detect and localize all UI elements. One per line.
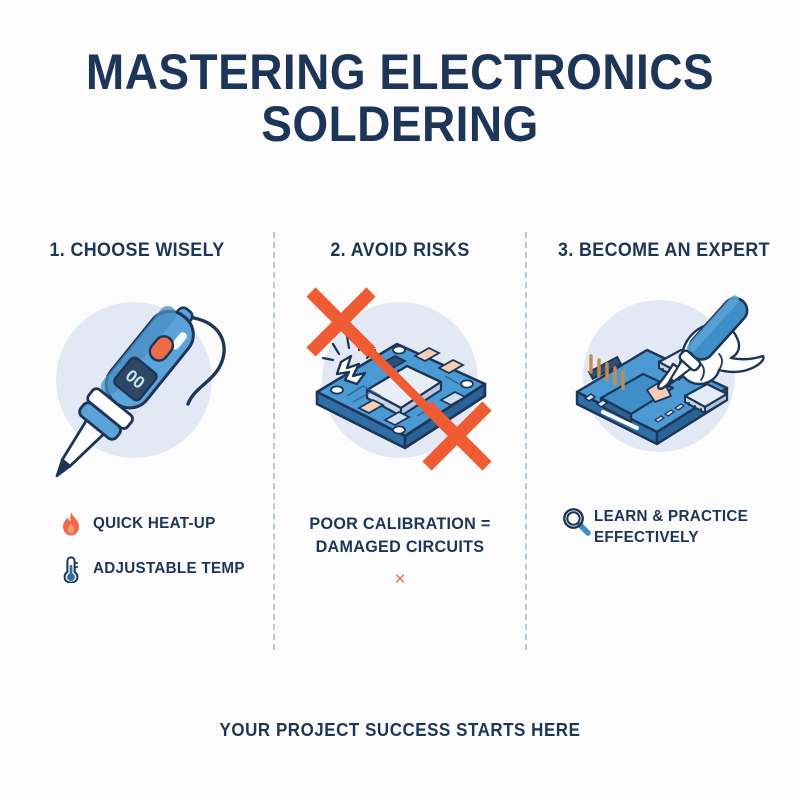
feature-label-line-2: EFFECTIVELY [594, 529, 699, 546]
hand-soldering-board-illustration [551, 280, 777, 466]
feature-label-learn-practice: LEARN & PRACTICE EFFECTIVELY [594, 506, 748, 548]
column-choose-wisely: 1. CHOOSE WISELY [8, 240, 266, 584]
caption-line-1: POOR CALIBRATION = [309, 514, 491, 533]
column-divider-2 [525, 232, 527, 650]
column-become-an-expert: 3. BECOME AN EXPERT [533, 240, 795, 546]
column-3-feature-list: LEARN & PRACTICE EFFECTIVELY [561, 506, 791, 548]
thermometer-icon [60, 555, 82, 584]
column-avoid-risks: 2. AVOID RISKS [281, 240, 519, 589]
caption-line-2: DAMAGED CIRCUITS [315, 537, 485, 556]
magnifier-icon [561, 506, 591, 536]
column-2-heading: 2. AVOID RISKS [330, 240, 470, 261]
column-1-heading: 1. CHOOSE WISELY [49, 240, 225, 261]
feature-adjustable-temp: ADJUSTABLE TEMP [60, 555, 275, 584]
column-2-caption: POOR CALIBRATION = DAMAGED CIRCUITS [287, 512, 513, 558]
column-3-heading: 3. BECOME AN EXPERT [558, 240, 770, 261]
feature-label-quick-heat-up: QUICK HEAT-UP [93, 515, 216, 532]
column-divider-1 [273, 232, 275, 650]
damaged-circuit-board-illustration [289, 280, 511, 476]
feature-quick-heat-up: QUICK HEAT-UP [60, 510, 275, 538]
feature-label-line-1: LEARN & PRACTICE [594, 508, 749, 525]
flame-icon [60, 510, 82, 538]
footer-tagline: YOUR PROJECT SUCCESS STARTS HERE [219, 720, 581, 740]
title-line-1: MASTERING ELECTRONICS [85, 44, 715, 100]
title-line-2: SOLDERING [261, 96, 539, 152]
page-title: MASTERING ELECTRONICS SOLDERING [0, 46, 800, 150]
small-x-mark: × [394, 569, 406, 590]
column-1-feature-list: QUICK HEAT-UP ADJUSTABLE TEMP [60, 510, 275, 600]
feature-label-adjustable-temp: ADJUSTABLE TEMP [93, 560, 245, 577]
soldering-iron-illustration: 00 [22, 280, 252, 480]
